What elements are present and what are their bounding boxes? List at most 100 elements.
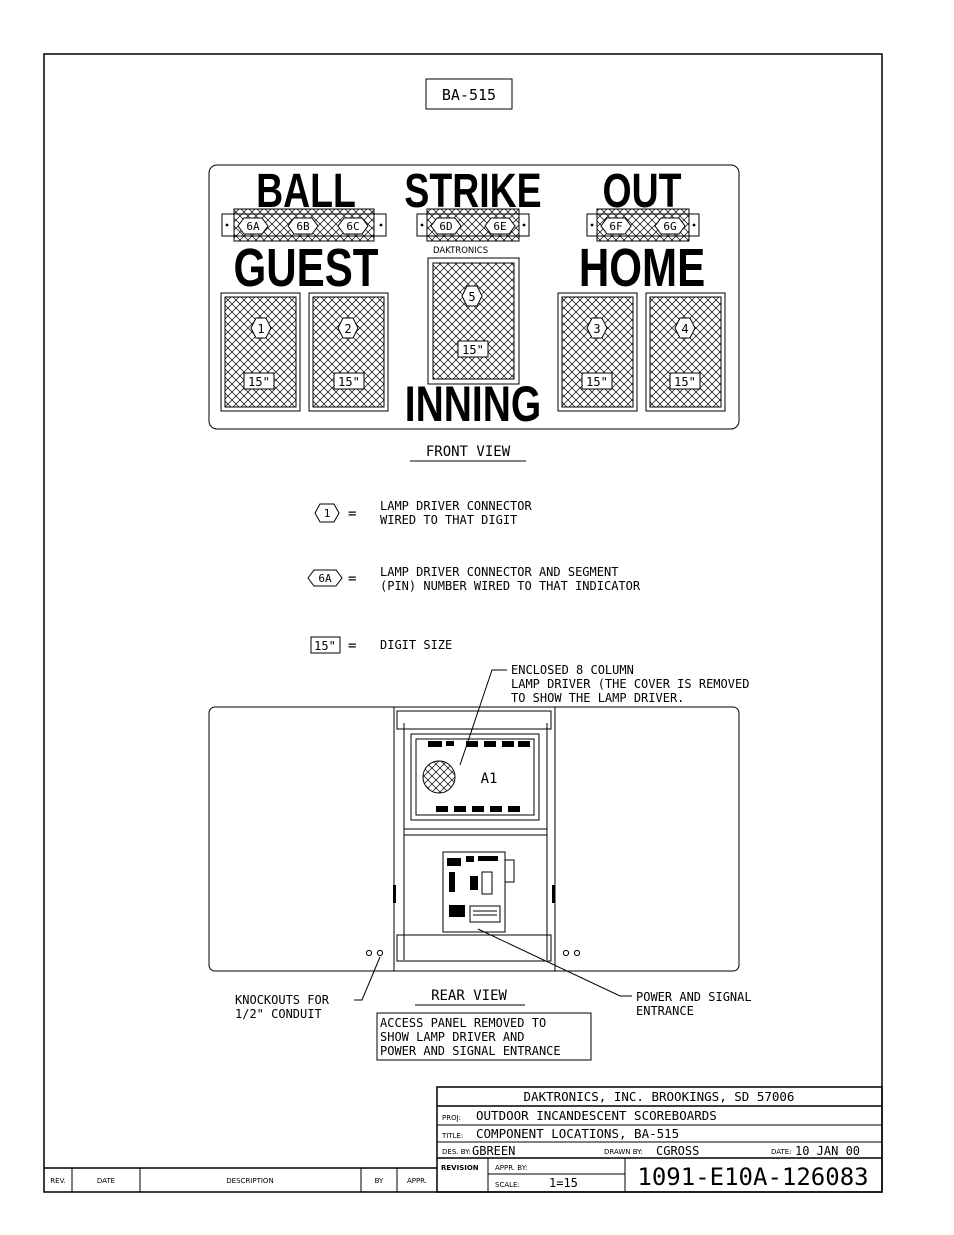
svg-text:REVISION: REVISION — [441, 1164, 479, 1172]
svg-text:SHOW LAMP DRIVER AND: SHOW LAMP DRIVER AND — [380, 1030, 525, 1044]
svg-text:1/2" CONDUIT: 1/2" CONDUIT — [235, 1007, 322, 1021]
knockout-holes-right — [562, 949, 581, 957]
front-view-title: FRONT VIEW — [426, 444, 511, 460]
svg-text:KNOCKOUTS FOR: KNOCKOUTS FOR — [235, 993, 330, 1007]
svg-text:6F: 6F — [609, 220, 622, 233]
indicator-tag-6b: 6B — [287, 217, 319, 235]
svg-text:15": 15" — [248, 375, 270, 389]
svg-text:POWER AND SIGNAL: POWER AND SIGNAL — [636, 990, 752, 1004]
svg-text:6A: 6A — [318, 572, 332, 585]
drawing-title: COMPONENT LOCATIONS, BA-515 — [476, 1126, 679, 1141]
svg-text:1: 1 — [257, 322, 264, 336]
brand-label: DAKTRONICS — [433, 246, 488, 256]
svg-text:TO SHOW THE LAMP DRIVER.: TO SHOW THE LAMP DRIVER. — [511, 691, 684, 705]
indicator-tag-6f: 6F — [600, 217, 632, 235]
knockout-holes-left — [365, 949, 384, 957]
caption-guest: GUEST — [233, 238, 378, 298]
svg-text:6C: 6C — [346, 220, 359, 233]
svg-text:BY: BY — [375, 1177, 384, 1185]
svg-text:APPR. BY:: APPR. BY: — [495, 1164, 527, 1172]
svg-text:=: = — [348, 638, 356, 654]
indicator-tag-6c: 6C — [337, 217, 369, 235]
svg-text:=: = — [348, 506, 356, 522]
svg-text:POWER AND SIGNAL ENTRANCE: POWER AND SIGNAL ENTRANCE — [380, 1044, 561, 1058]
drawing-number: 1091-E10A-126083 — [637, 1163, 868, 1191]
indicator-tag-6d: 6D — [430, 217, 462, 235]
caption-home: HOME — [579, 238, 705, 298]
svg-text:ACCESS PANEL REMOVED TO: ACCESS PANEL REMOVED TO — [380, 1016, 546, 1030]
access-panel-note: ACCESS PANEL REMOVED TO SHOW LAMP DRIVER… — [376, 1012, 592, 1061]
svg-text:DATE:: DATE: — [771, 1148, 792, 1156]
svg-text:ENTRANCE: ENTRANCE — [636, 1004, 694, 1018]
indicator-tag-6e: 6E — [484, 217, 516, 235]
svg-text:DES. BY:: DES. BY: — [442, 1148, 471, 1156]
legend-item-digit-size: 15" = DIGIT SIZE — [310, 636, 452, 654]
svg-text:WIRED TO THAT DIGIT: WIRED TO THAT DIGIT — [380, 513, 517, 527]
power-signal-callout: POWER AND SIGNAL ENTRANCE — [477, 928, 752, 1018]
rear-cabinet-outline — [208, 706, 740, 972]
svg-text:5: 5 — [468, 290, 475, 304]
svg-text:LAMP DRIVER (THE COVER IS REMO: LAMP DRIVER (THE COVER IS REMOVED — [511, 677, 749, 691]
drawn-by: CGROSS — [656, 1144, 699, 1158]
svg-text:DATE: DATE — [97, 1177, 115, 1185]
svg-text:APPR.: APPR. — [407, 1177, 427, 1185]
rear-view-title: REAR VIEW — [431, 988, 507, 1004]
svg-text:1: 1 — [324, 507, 331, 520]
revision-block: REV. DATE DESCRIPTION BY APPR. — [44, 1167, 437, 1192]
svg-text:6A: 6A — [246, 220, 260, 233]
svg-text:=: = — [348, 571, 356, 587]
company-name: DAKTRONICS, INC. BROOKINGS, SD 57006 — [524, 1089, 795, 1104]
power-signal-box — [442, 851, 515, 933]
svg-text:LAMP DRIVER CONNECTOR: LAMP DRIVER CONNECTOR — [380, 499, 532, 513]
legend-item-digit-connector: 1 = LAMP DRIVER CONNECTOR WIRED TO THAT … — [314, 499, 532, 527]
svg-text:6E: 6E — [493, 220, 506, 233]
digit-module-3: 3 15" — [557, 292, 638, 412]
digit-module-2: 2 15" — [308, 292, 389, 412]
svg-text:DESCRIPTION: DESCRIPTION — [226, 1177, 273, 1185]
indicator-tag-6a: 6A — [237, 217, 269, 235]
svg-text:PROJ:: PROJ: — [442, 1114, 461, 1122]
digit-module-4: 4 15" — [645, 292, 726, 412]
svg-text:6B: 6B — [296, 220, 310, 233]
svg-text:15": 15" — [586, 375, 608, 389]
svg-text:3: 3 — [593, 322, 600, 336]
title-block: DAKTRONICS, INC. BROOKINGS, SD 57006 PRO… — [436, 1086, 883, 1193]
legend-item-indicator-connector: 6A = LAMP DRIVER CONNECTOR AND SEGMENT (… — [307, 565, 641, 593]
svg-text:15": 15" — [462, 343, 484, 357]
svg-text:REV.: REV. — [50, 1177, 65, 1185]
digit-module-1: 1 15" — [220, 292, 301, 412]
svg-text:15": 15" — [314, 639, 336, 653]
svg-text:15": 15" — [674, 375, 696, 389]
legend: 1 = LAMP DRIVER CONNECTOR WIRED TO THAT … — [307, 499, 641, 654]
caption-inning: INNING — [405, 375, 541, 432]
knockouts-callout: KNOCKOUTS FOR 1/2" CONDUIT — [235, 956, 381, 1021]
svg-text:SCALE:: SCALE: — [495, 1181, 520, 1189]
svg-text:6G: 6G — [663, 220, 676, 233]
svg-text:(PIN) NUMBER WIRED TO THAT IND: (PIN) NUMBER WIRED TO THAT INDICATOR — [380, 579, 641, 593]
svg-text:LAMP DRIVER CONNECTOR AND SEGM: LAMP DRIVER CONNECTOR AND SEGMENT — [380, 565, 618, 579]
model-label-box: BA-515 — [425, 78, 513, 110]
lamp-driver-board: A1 — [410, 733, 540, 821]
svg-text:DRAWN BY:: DRAWN BY: — [604, 1148, 643, 1156]
rear-view: ENCLOSED 8 COLUMN LAMP DRIVER (THE COVER… — [208, 663, 752, 1061]
drawing-date: 10 JAN 00 — [795, 1144, 860, 1158]
drawing-scale: 1=15 — [549, 1176, 578, 1190]
center-access-area — [393, 707, 556, 971]
svg-text:4: 4 — [681, 322, 688, 336]
indicator-tag-6g: 6G — [654, 217, 686, 235]
lamp-driver-callout: ENCLOSED 8 COLUMN LAMP DRIVER (THE COVER… — [459, 663, 749, 766]
digit-module-5: 5 15" — [427, 257, 520, 385]
front-cabinet-outline — [208, 164, 740, 430]
svg-text:15": 15" — [338, 375, 360, 389]
lamp-driver-label: A1 — [481, 771, 498, 787]
svg-text:2: 2 — [344, 322, 351, 336]
svg-text:DIGIT SIZE: DIGIT SIZE — [380, 638, 452, 652]
svg-text:TITLE:: TITLE: — [441, 1132, 463, 1140]
svg-text:ENCLOSED 8 COLUMN: ENCLOSED 8 COLUMN — [511, 663, 634, 677]
designed-by: GBREEN — [472, 1144, 515, 1158]
model-label: BA-515 — [442, 86, 496, 104]
front-view: BALL STRIKE OUT GUEST HOME INNING 6A — [208, 164, 740, 462]
project-name: OUTDOOR INCANDESCENT SCOREBOARDS — [476, 1108, 717, 1123]
svg-text:6D: 6D — [439, 220, 452, 233]
